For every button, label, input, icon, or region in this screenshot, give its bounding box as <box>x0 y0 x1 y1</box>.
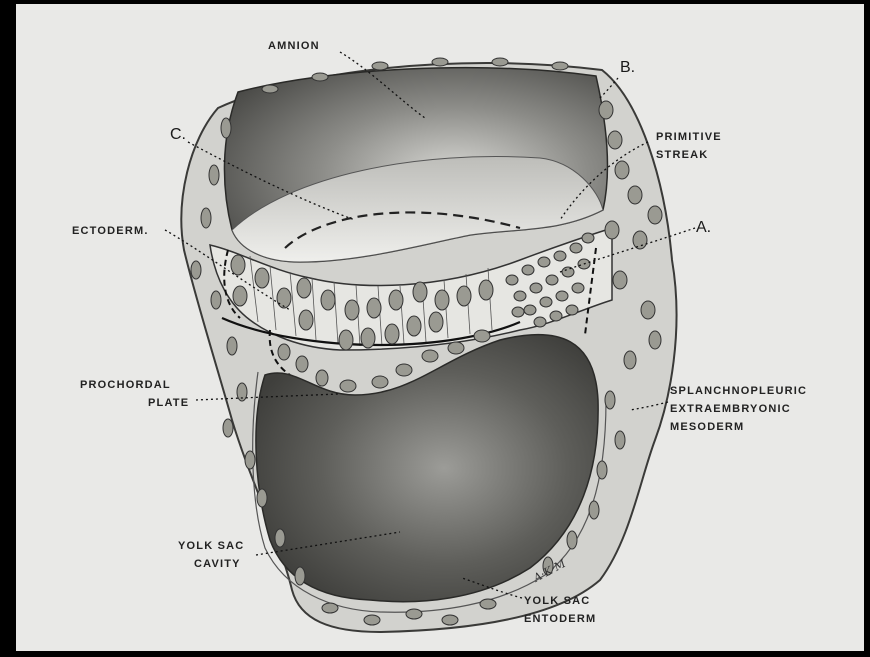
label-splanch-2: EXTRAEMBRYONIC <box>670 403 791 415</box>
label-ectoderm: ECTODERM. <box>72 225 149 237</box>
label-yolk-cavity-1: YOLK SAC <box>178 540 244 552</box>
label-yolk-ento-1: YOLK SAC <box>524 595 590 607</box>
label-splanch-3: MESODERM <box>670 421 744 433</box>
label-prochordal-2: PLATE <box>148 397 189 409</box>
label-yolk-cavity-2: CAVITY <box>194 558 241 570</box>
label-amnion: AMNION <box>268 40 320 52</box>
label-prochordal-1: PROCHORDAL <box>80 379 171 391</box>
label-splanch-1: SPLANCHNOPLEURIC <box>670 385 807 397</box>
label-yolk-ento-2: ENTODERM <box>524 613 596 625</box>
label-primitive-streak-2: STREAK <box>656 149 708 161</box>
label-c: C. <box>170 126 186 143</box>
label-b: B. <box>620 59 635 76</box>
label-primitive-streak-1: PRIMITIVE <box>656 131 722 143</box>
label-a: A. <box>696 219 711 236</box>
